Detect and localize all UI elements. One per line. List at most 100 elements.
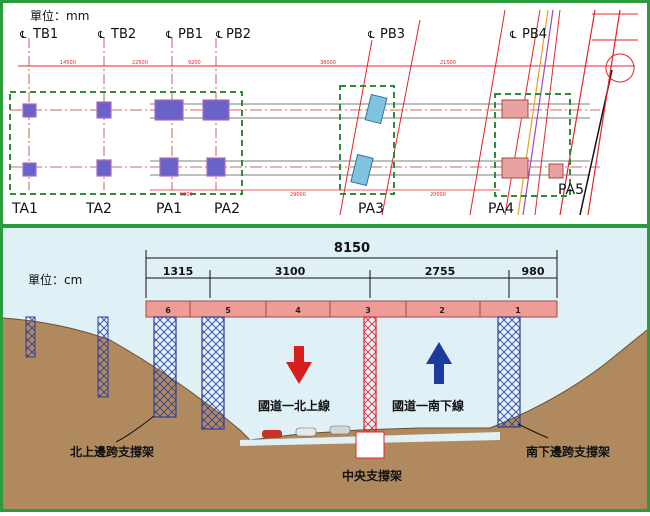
dim-span: 980 [522,265,545,278]
pier-pb3-top [364,93,388,125]
plan-boundary-purple [522,9,554,216]
panel-divider [0,224,650,228]
label-pb3: PB3 [380,27,405,42]
segment-number: 6 [165,306,171,315]
label-pb2: PB2 [226,27,251,42]
segment-number: 2 [439,306,445,315]
car-red [262,430,282,438]
skew-line [339,39,373,216]
pier-pb4-bottom [501,157,529,179]
label-pa3: PA3 [358,201,384,217]
label-pa4: PA4 [488,201,514,217]
pier-pa5 [548,163,564,179]
plan-top-dim: 9200 [188,60,201,66]
arrow-head-red [286,362,312,384]
cl-symbol: ℄ [165,30,173,41]
plan-piers [22,93,564,187]
pier-pb1-bottom [159,157,179,177]
plan-top-dim: 38000 [320,60,336,66]
pier-tb1-bottom [22,162,37,177]
deck-segment-numbers: 6 5 4 3 2 1 [165,306,521,315]
plan-unit-label: 單位：mm [30,8,89,23]
north-arrow [286,346,312,384]
plan-circle-marker [605,53,635,83]
support-towers [25,316,521,436]
cl-symbol: ℄ [19,30,27,41]
car-silver [329,425,351,435]
left-support-pointer [115,415,155,443]
enclosure-ta [9,91,243,195]
traffic-cars [262,425,351,438]
dim-span: 3100 [275,265,306,278]
plan-top-dim: 22500 [132,60,148,66]
skew-line [469,9,506,216]
pier-tb2-top [96,101,112,119]
pier-tb1-top [22,103,37,118]
bridge-deck [145,300,558,318]
plan-green-boxes [9,85,571,197]
label-pa1: PA1 [156,201,182,217]
center-support-label: 中央支撐架 [342,468,402,483]
plan-small-dim: 20000 [430,192,446,198]
segment-number: 4 [295,306,301,315]
plan-bottom-dim: 9200 [180,192,193,198]
left-support-label: 北上邊跨支撐架 [70,444,154,459]
enclosure-pa3 [339,85,395,195]
right-support-label: 南下邊跨支撐架 [526,444,610,459]
pier-pb1-top [154,99,184,121]
cl-symbol: ℄ [215,30,223,41]
road-north-label: 國道一北上線 [258,398,330,413]
car-white [295,427,317,437]
enclosure-pa4 [494,93,571,197]
segment-number: 3 [365,306,371,315]
right-support-pointer [517,423,549,439]
plan-boundary-red [559,9,596,216]
dim-ticks [145,250,558,298]
pier-pb2-bottom [206,157,226,177]
pier-pb4-top [501,99,529,119]
pier-pb3-bottom [350,153,374,187]
segment-number: 1 [515,306,521,315]
plan-top-dim: 14500 [60,60,76,66]
tower-far-left [25,316,36,358]
elevation-ground [3,318,647,509]
tower-center [363,316,377,436]
plan-top-labels: ℄ TB1 ℄ TB2 ℄ PB1 ℄ PB2 ℄ PB3 ℄ PB4 [19,27,547,42]
cl-symbol: ℄ [367,30,375,41]
tower-left-small [97,316,109,398]
arrow-shaft-blue [434,364,444,384]
dim-span: 2755 [425,265,456,278]
plan-top-dim: 21500 [440,60,456,66]
skew-line [381,19,421,216]
cl-symbol: ℄ [509,30,517,41]
south-arrow [426,342,452,384]
tower-right-edge [497,316,521,428]
pier-pb2-top [202,99,230,121]
plan-small-dim: 29000 [290,192,306,198]
skew-line [534,9,561,216]
label-pb1: PB1 [178,27,203,42]
segment-number: 5 [225,306,231,315]
dim-total: 8150 [334,241,370,256]
elevation-view: 單位：cm 8150 1315 3100 2755 980 6 5 4 [2,228,648,509]
plan-view: 單位：mm 14500 22500 9200 38000 21500 [9,8,638,217]
plan-boundary-orange [517,9,549,216]
arrow-head-blue [426,342,452,364]
tower-left-edge-a [153,316,177,418]
label-tb2: TB2 [110,27,136,42]
cl-symbol: ℄ [97,30,105,41]
arrow-shaft-red [294,346,304,362]
pier-tb2-bottom [96,159,112,177]
elevation-unit-label: 單位：cm [28,272,82,287]
label-pb4: PB4 [522,27,547,42]
label-pa2: PA2 [214,201,240,217]
road-south-label: 國道一南下線 [392,398,464,413]
plan-top-dims: 14500 22500 9200 38000 21500 [60,60,456,66]
dim-span: 1315 [163,265,194,278]
plan-boundary-red [587,9,621,216]
deck-joints [189,301,481,317]
tower-left-edge-b [201,316,225,430]
label-pa5: PA5 [558,182,584,198]
